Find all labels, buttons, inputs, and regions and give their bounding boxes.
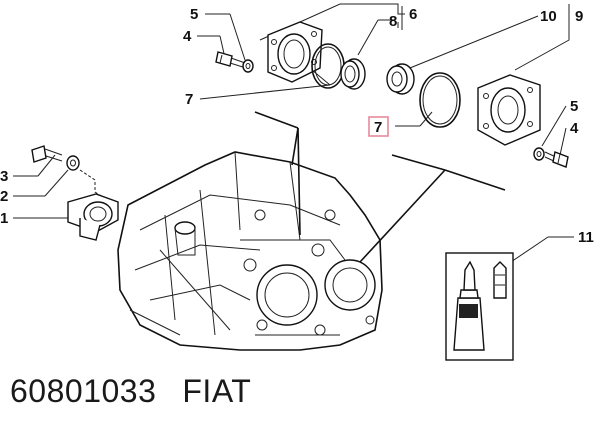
part-number: 60801033	[10, 373, 157, 409]
callout-4-right: 4	[570, 120, 579, 137]
bolt-4-top	[215, 51, 249, 69]
part-reference: 60801033 FIAT	[10, 373, 251, 410]
callout-8: 8	[389, 13, 397, 30]
callout-3: 3	[0, 168, 8, 185]
bolt-3-left	[31, 145, 63, 163]
bolt-4-right	[544, 151, 569, 168]
callout-5-top: 5	[190, 6, 198, 23]
leader-lines	[13, 3, 574, 269]
gearbox-housing	[117, 151, 383, 351]
flange-6	[267, 21, 323, 83]
callout-7-highlight: 7	[374, 119, 382, 136]
callout-5-right: 5	[570, 98, 578, 115]
callout-4-top: 4	[183, 28, 192, 45]
callout-6: 6	[409, 6, 417, 23]
washer-5-top	[242, 59, 254, 73]
callout-10: 10	[540, 8, 557, 25]
o-ring-7-right	[419, 72, 461, 128]
flange-9	[477, 74, 541, 146]
callout-11: 11	[578, 229, 594, 246]
brand-name: FIAT	[182, 373, 252, 409]
callout-7-left: 7	[185, 91, 193, 108]
callout-labels: 5 4 8 6 7 10 9 7 5 4 3 2 1 11	[0, 6, 594, 246]
washer-2-left	[66, 155, 80, 171]
callout-9: 9	[575, 8, 583, 25]
washer-5-right	[533, 147, 545, 161]
callout-1: 1	[0, 210, 8, 227]
seal-8	[340, 58, 366, 90]
seal-10	[386, 63, 415, 95]
sealant-box	[445, 252, 514, 361]
callout-2: 2	[0, 188, 8, 205]
cover-1-left	[67, 193, 119, 241]
highlight-box	[368, 116, 389, 137]
